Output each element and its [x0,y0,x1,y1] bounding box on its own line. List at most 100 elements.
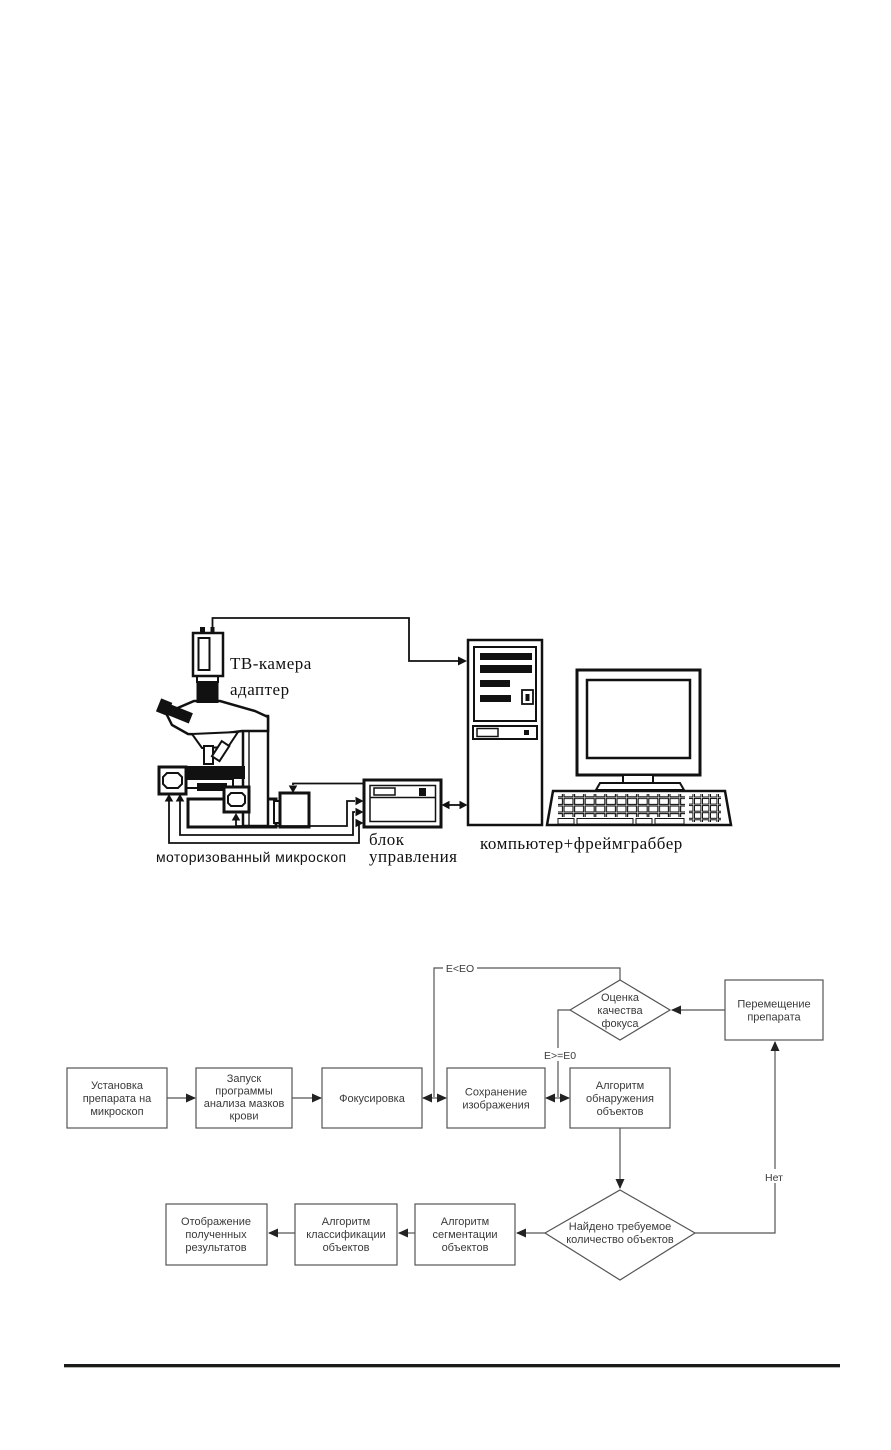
node-text: Сохранение [465,1087,527,1099]
tower-floppy-slot [476,727,499,738]
keyboard-key-alt [635,818,653,825]
edge-label-e-ge: E>=E0 [544,1050,576,1062]
label-tv-camera: ТВ-камера [230,654,312,673]
node-text: качества [597,1005,643,1017]
flowchart-node-display: Отображение полученных результатов [165,1203,268,1266]
node-text: препарата на [83,1093,152,1105]
keyboard-spacebar [576,818,634,825]
monitor-screen [585,678,692,760]
label-bg [540,1048,580,1061]
node-text: микроскоп [90,1106,143,1118]
node-text: Найдено требуемое [569,1221,672,1233]
keyboard-key-enter [654,818,685,825]
node-text: количество объектов [566,1234,674,1246]
focus-drive-box [278,791,311,829]
node-text: объектов [323,1242,370,1254]
motor-y-knob [227,792,246,807]
control-unit [362,778,443,829]
node-text: программы [215,1086,273,1098]
tv-camera-window [197,637,211,671]
flowchart-node-setup: Установка препарата на микроскоп [66,1067,168,1129]
tower-bay-3 [480,680,510,687]
flowchart-node-classify: Алгоритм классификации объектов [294,1203,398,1266]
flowchart-node-focus: Фокусировка [321,1067,423,1129]
flowchart-node-segment: Алгоритм сегментации объектов [414,1203,516,1266]
objective-2 [210,739,231,763]
node-text: объектов [442,1242,489,1254]
wire-motor-x-b [168,801,360,844]
monitor [575,668,702,791]
node-text: изображения [462,1100,529,1112]
arrowhead-into-control-unit [441,800,450,810]
label-computer: компьютер+фреймграббер [480,834,683,853]
camera-pin-1 [200,627,205,633]
algorithm-flowchart: E<EO E>=E0 Нет Установка препарата на ми… [66,962,824,1281]
arrowhead-into-motor-x-b [164,794,174,802]
node-text: Запуск [227,1073,262,1085]
tower-bay-1 [480,653,532,660]
wire-motor-x-a [179,801,355,836]
monitor-base [594,782,686,791]
node-text: классификации [306,1229,386,1241]
arrowhead-into-control-3 [355,818,364,828]
stage-black-tab [197,783,227,791]
motorized-microscope [155,627,311,829]
control-wires [164,782,364,844]
node-text: Оценка [601,992,640,1004]
keyboard-key-ctrl [557,818,575,825]
edge-label-e-less: E<EO [446,963,474,975]
node-text: Перемещение [737,999,810,1011]
tower-bay-4 [480,695,511,702]
arrowhead-into-control-2 [355,807,364,817]
wire-camera-to-computer [211,617,460,662]
arrowhead-into-motor-y [231,813,241,821]
node-text: крови [229,1111,258,1123]
flowchart-edges [167,967,780,1238]
wire-control-to-focus-drive [292,782,364,785]
node-text: сегментации [432,1229,497,1241]
camera-adapter-block [196,682,219,703]
flowchart-decision-quality: Оценка качества фокуса [568,979,672,1041]
node-text: результатов [185,1242,246,1254]
edge-quality-e-less [433,967,621,1097]
node-text: Фокусировка [339,1093,406,1105]
edge-found-no-to-move [695,1041,780,1234]
node-text: Алгоритм [441,1216,490,1228]
tower-bay-2 [480,665,532,673]
edge-label-no: Нет [765,1172,783,1184]
node-text: фокуса [601,1018,639,1030]
link-control-computer [441,800,468,810]
nosepiece [190,730,240,750]
node-text: объектов [597,1106,644,1118]
keyboard-numpad-keys [689,794,721,822]
node-text: анализа мазков [204,1098,285,1110]
flowchart-node-move: Перемещение препарата [724,979,824,1041]
arrowhead-into-computer [458,656,467,666]
label-control-unit-2: управления [369,847,458,866]
label-bg [760,1169,788,1183]
wire-motor-y [235,800,355,827]
label-bg [443,962,477,974]
label-motorized-microscope: моторизованный микроскоп [156,849,347,865]
computer-tower [466,638,544,827]
flowchart-node-detect: Алгоритм обнаружения объектов [569,1067,671,1129]
edge-quality-e-ge [557,1009,570,1097]
motor-x-knob [162,772,183,789]
node-text: обнаружения [586,1093,654,1105]
node-text: Алгоритм [596,1080,645,1092]
footer-rule [64,1364,840,1367]
hardware-setup-figure: ТВ-камера адаптер блок управления компью… [155,617,733,866]
keyboard [545,789,733,827]
node-text: Отображение [181,1216,251,1228]
node-text: полученных [185,1229,247,1241]
arrowhead-into-control-1 [355,796,364,806]
monitor-neck [622,774,654,784]
tower-floppy-button [524,730,529,735]
tower-power-led [525,694,530,701]
keyboard-main-keys [558,794,685,817]
control-unit-display [373,787,396,796]
arrowhead-into-motor-x-a [175,794,185,802]
arrowhead-into-tower [459,800,468,810]
node-text: Алгоритм [322,1216,371,1228]
